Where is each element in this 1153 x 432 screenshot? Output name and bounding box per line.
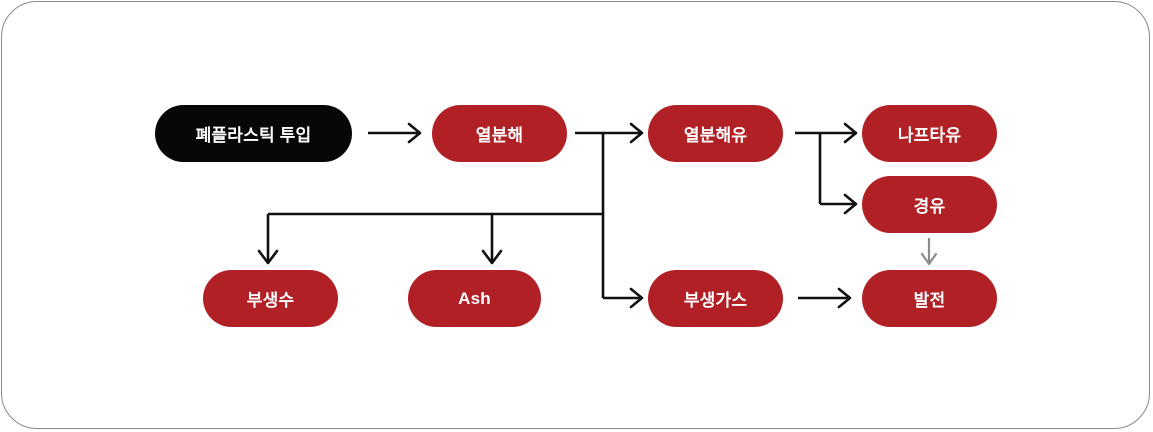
node-waste-plastic-input[interactable]: 폐플라스틱 투입 bbox=[155, 105, 352, 162]
node-naphtha-oil[interactable]: 나프타유 bbox=[862, 105, 997, 162]
node-light-oil[interactable]: 경유 bbox=[862, 176, 997, 233]
node-byproduct-water[interactable]: 부생수 bbox=[203, 270, 338, 327]
node-ash[interactable]: Ash bbox=[408, 270, 541, 327]
node-label-power-generation: 발전 bbox=[913, 291, 946, 310]
node-label-naphtha-oil: 나프타유 bbox=[897, 126, 962, 145]
node-byproduct-gas[interactable]: 부생가스 bbox=[648, 270, 783, 327]
node-label-byproduct-water: 부생수 bbox=[246, 291, 295, 310]
node-label-waste-plastic-input: 폐플라스틱 투입 bbox=[195, 126, 312, 145]
node-label-byproduct-gas: 부생가스 bbox=[683, 291, 748, 310]
node-pyrolysis[interactable]: 열분해 bbox=[432, 105, 567, 162]
node-pyrolysis-oil[interactable]: 열분해유 bbox=[648, 105, 783, 162]
node-label-pyrolysis: 열분해 bbox=[475, 126, 524, 145]
node-label-light-oil: 경유 bbox=[913, 197, 946, 216]
node-label-pyrolysis-oil: 열분해유 bbox=[683, 126, 748, 145]
node-label-ash: Ash bbox=[458, 288, 491, 308]
node-power-generation[interactable]: 발전 bbox=[862, 270, 997, 327]
